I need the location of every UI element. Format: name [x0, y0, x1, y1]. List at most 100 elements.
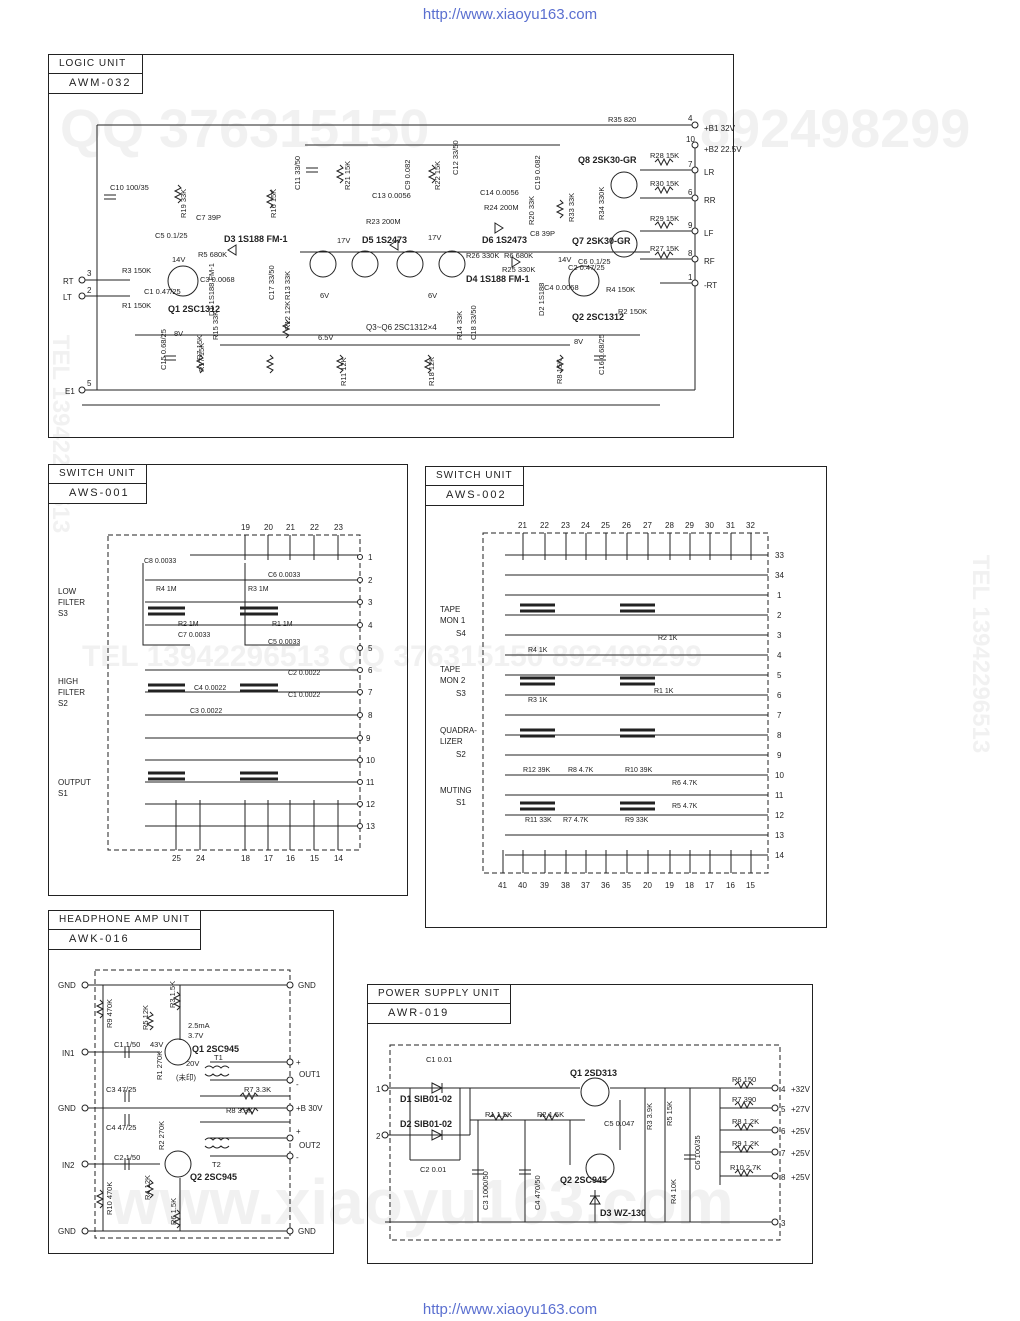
- logic-part-label: R21 15K: [343, 161, 352, 190]
- hp-left-pin: GND: [58, 1104, 76, 1113]
- sw2-bottom-pin: 16: [726, 881, 735, 890]
- logic-voltage: 6V: [428, 291, 437, 300]
- hp-part-label: 43V: [150, 1040, 163, 1049]
- switch-unit-aws001-code: AWS-001: [69, 487, 130, 499]
- logic-part-label: D1 1S188 FM-1: [207, 263, 216, 316]
- hp-part-label: R4 12K: [143, 1175, 152, 1200]
- ps-part-label: R1 1.5K: [485, 1110, 512, 1119]
- hp-right-pin: GND: [298, 981, 316, 990]
- logic-part-label: R12 12K: [283, 301, 292, 330]
- hp-part-label: 3.7V: [188, 1031, 203, 1040]
- switch-unit-aws002-title: SWITCH UNIT: [426, 467, 523, 486]
- logic-part-label: C14 0.0056: [480, 188, 519, 197]
- footer-url[interactable]: http://www.xiaoyu163.com: [422, 1301, 598, 1318]
- sw1-top-pin: 22: [310, 523, 319, 532]
- ps-right-pin: 3: [781, 1219, 786, 1228]
- sw2-bottom-pin: 20: [643, 881, 652, 890]
- logic-part-label: C8 39P: [530, 229, 555, 238]
- logic-part-label: R35 820: [608, 115, 636, 124]
- sw1-part-label: R3 1M: [248, 586, 269, 593]
- sw1-bottom-pin: 15: [310, 854, 319, 863]
- hp-right-pin: +: [296, 1058, 301, 1067]
- hp-part-label: R9 470K: [105, 999, 114, 1028]
- ps-part-label: Q2 2SC945: [560, 1175, 607, 1185]
- sw1-bottom-pin: 16: [286, 854, 295, 863]
- logic-pin-label: RT: [63, 277, 74, 286]
- logic-unit-tag: LOGIC UNIT AWM-032: [48, 54, 143, 94]
- logic-part-label: C12 33/50: [451, 140, 460, 175]
- sw1-right-pin: 8: [368, 711, 373, 720]
- logic-part-label: R27 15K: [650, 244, 679, 253]
- logic-part-label: C9 0.082: [403, 160, 412, 190]
- sw2-right-pin: 2: [777, 611, 782, 620]
- header-url[interactable]: http://www.xiaoyu163.com: [422, 6, 598, 23]
- hp-part-label: T2: [212, 1160, 221, 1169]
- sw1-right-pin: 10: [366, 756, 375, 765]
- hp-part-label: R6 1.5K: [169, 1198, 178, 1225]
- hp-right-pin: -: [296, 1153, 299, 1162]
- logic-voltage: 14V: [558, 255, 571, 264]
- hp-left-pin: GND: [58, 981, 76, 990]
- logic-part-label: C7 39P: [196, 213, 221, 222]
- sw2-right-pin: 12: [775, 811, 784, 820]
- sw2-right-pin: 3: [777, 631, 782, 640]
- hp-right-pin: GND: [298, 1227, 316, 1236]
- sw2-top-pin: 27: [643, 521, 652, 530]
- ps-left-pin: 1: [376, 1085, 381, 1094]
- sw1-section-label: S1: [58, 789, 68, 798]
- ps-part-label: R7 390: [732, 1095, 756, 1104]
- sw1-bottom-pin: 18: [241, 854, 250, 863]
- hp-part-label: R2 270K: [157, 1121, 166, 1150]
- sw2-bottom-pin: 35: [622, 881, 631, 890]
- logic-part-label: R8 15K: [555, 359, 564, 384]
- logic-part-label: R24 200M: [484, 203, 519, 212]
- watermark-number: 892498299: [700, 99, 971, 159]
- sw1-part-label: C4 0.0022: [194, 685, 226, 692]
- sw2-part-label: R9 33K: [625, 817, 649, 824]
- logic-part-label: R26 330K: [466, 251, 499, 260]
- ps-part-label: C6 100/35: [693, 1135, 702, 1170]
- logic-pin-label: +B1 32V: [704, 124, 736, 133]
- logic-pin-label: RF: [704, 257, 715, 266]
- sw1-top-pin: 19: [241, 523, 250, 532]
- hp-right-pin: -: [296, 1080, 299, 1089]
- headphone-amp-unit-code: AWK-016: [69, 933, 130, 945]
- hp-part-label: R10 470K: [105, 1182, 114, 1215]
- logic-part-label: C13 0.0056: [372, 191, 411, 200]
- sw1-right-pin: 6: [368, 666, 373, 675]
- hp-part-label: Q2 2SC945: [190, 1172, 237, 1182]
- sw2-section-label: MON 2: [440, 676, 466, 685]
- sw1-part-label: C7 0.0033: [178, 632, 210, 639]
- logic-pin-num: 7: [688, 160, 693, 169]
- sw2-right-pin: 34: [775, 571, 784, 580]
- logic-part-label: R1 150K: [122, 301, 151, 310]
- ps-right-pin: 8: [781, 1173, 786, 1182]
- logic-part-label: D2 1S188: [537, 283, 546, 316]
- sw2-top-pin: 28: [665, 521, 674, 530]
- sw2-right-pin: 9: [777, 751, 782, 760]
- logic-part-label: R2 150K: [618, 307, 647, 316]
- sw1-part-label: C3 0.0022: [190, 708, 222, 715]
- logic-part-label: D6 1S2473: [482, 235, 527, 245]
- sw2-part-label: R2 1K: [658, 635, 678, 642]
- logic-pin-num: 10: [686, 135, 695, 144]
- sw1-top-pin: 23: [334, 523, 343, 532]
- logic-part-label: R30 15K: [650, 179, 679, 188]
- hp-part-label: Q1 2SC945: [192, 1044, 239, 1054]
- sw2-bottom-pin: 18: [685, 881, 694, 890]
- sw2-part-label: R4 1K: [528, 647, 548, 654]
- hp-right-pin: OUT1: [299, 1070, 321, 1079]
- sw1-right-pin: 9: [366, 734, 371, 743]
- sw1-section-label: FILTER: [58, 688, 85, 697]
- ps-right-pin: 4: [781, 1085, 786, 1094]
- ps-right-pin: 5: [781, 1105, 786, 1114]
- ps-part-label: D2 SIB01-02: [400, 1119, 452, 1129]
- logic-part-label: R23 200M: [366, 217, 401, 226]
- sw2-part-label: R11 33K: [525, 817, 552, 824]
- hp-part-label: 2.5mA: [188, 1021, 210, 1030]
- logic-part-label: R14 33K: [455, 311, 464, 340]
- sw2-right-pin: 10: [775, 771, 784, 780]
- sw2-bottom-pin: 19: [665, 881, 674, 890]
